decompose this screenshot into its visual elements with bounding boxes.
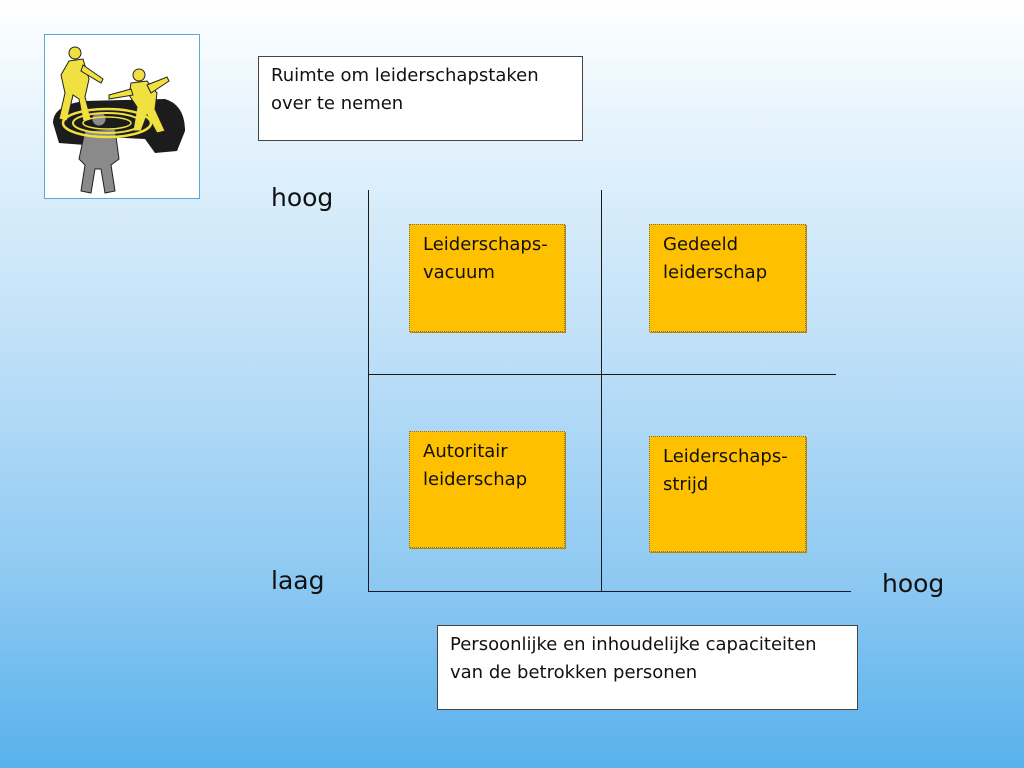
y-axis-line xyxy=(368,190,369,592)
horizontal-divider-line xyxy=(368,374,836,375)
x-axis-line xyxy=(368,591,851,592)
top-label-box: Ruimte om leiderschapstaken over te neme… xyxy=(258,56,583,141)
quadrant-top-left: Leiderschaps- vacuum xyxy=(409,224,565,332)
dancing-people-icon xyxy=(53,46,185,194)
y-axis-high-label: hoog xyxy=(271,183,334,212)
x-axis-high-label: hoog xyxy=(882,569,945,598)
dancing-people-illustration xyxy=(44,34,200,199)
quadrant-top-right: Gedeeld leiderschap xyxy=(649,224,806,332)
quadrant-bottom-right: Leiderschaps- strijd xyxy=(649,436,806,552)
bottom-label-box: Persoonlijke en inhoudelijke capaciteite… xyxy=(437,625,858,710)
quadrant-bottom-left: Autoritair leiderschap xyxy=(409,431,565,548)
y-axis-low-label: laag xyxy=(271,566,325,595)
vertical-divider-line xyxy=(601,190,602,592)
